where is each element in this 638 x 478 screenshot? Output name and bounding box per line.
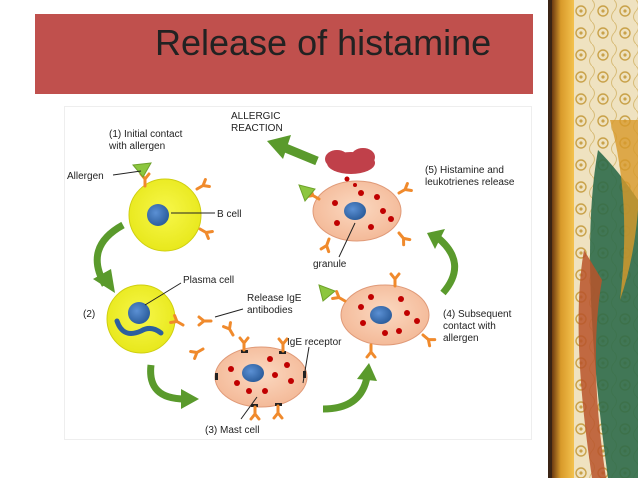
allergen-5 (298, 184, 316, 202)
label-release-ige-1: Release IgE (247, 293, 302, 304)
label-histamine-2: leukotrienes release (425, 177, 515, 188)
cycle-arrow-4 (427, 229, 459, 296)
label-ige-receptor: IgE receptor (287, 337, 342, 348)
label-subsequent-1: (4) Subsequent (443, 309, 512, 320)
b-cell (128, 172, 214, 252)
cycle-arrow-3 (322, 363, 377, 413)
cycle-arrow-2 (147, 364, 199, 409)
plasma-cell (106, 284, 176, 354)
mast-cell-sensitized (331, 272, 437, 359)
mast-cell-degranulating (305, 180, 413, 254)
released-antibodies (169, 314, 238, 360)
label-step-2: (2) (83, 309, 95, 320)
label-allergen: Allergen (67, 171, 104, 182)
title-bar: Release of histamine (35, 14, 533, 94)
label-subsequent-2: contact with (443, 321, 496, 332)
label-initial-contact-2: with allergen (108, 141, 165, 152)
label-histamine-1: (5) Histamine and (425, 165, 504, 176)
decorative-border (548, 0, 638, 478)
mast-cell (214, 336, 308, 421)
label-release-ige-2: antibodies (247, 305, 293, 316)
leader-lines (112, 170, 356, 420)
label-plasma-cell: Plasma cell (183, 275, 234, 286)
label-b-cell: B cell (217, 209, 241, 220)
histamine-diagram: ALLERGIC REACTION (1) Initial contact wi… (64, 106, 532, 440)
allergic-reaction-arrow (267, 135, 319, 166)
label-granule: granule (313, 259, 347, 270)
allergen-4 (318, 284, 336, 302)
label-mast-cell: (3) Mast cell (205, 425, 259, 436)
label-subsequent-3: allergen (443, 333, 479, 344)
label-allergic-reaction-1: ALLERGIC (231, 111, 280, 122)
diagram-svg: ALLERGIC REACTION (1) Initial contact wi… (67, 111, 515, 436)
slide-title: Release of histamine (155, 22, 492, 63)
histamine-cloud (325, 148, 375, 187)
label-allergic-reaction-2: REACTION (231, 123, 283, 134)
label-initial-contact-1: (1) Initial contact (109, 129, 183, 140)
cycle-arrow-1 (93, 221, 125, 293)
slide-content: Release of histamine (0, 0, 548, 478)
